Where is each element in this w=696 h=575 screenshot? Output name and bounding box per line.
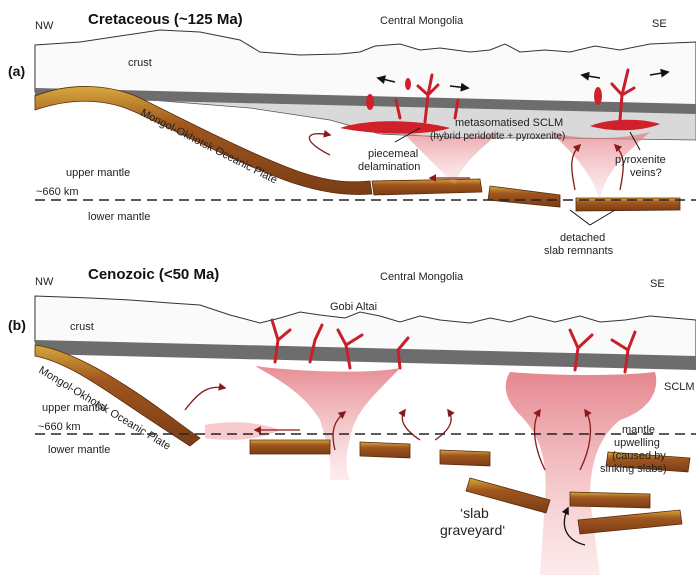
upwelling-a2 [550,132,650,200]
panel-b-title: Cenozoic (<50 Ma) [88,266,219,283]
crust-label-b: crust [70,321,94,333]
upwelling-label-2: upwelling [614,437,660,449]
panel-b: NW Cenozoic (<50 Ma) Central Mongolia SE… [8,266,696,575]
piecemeal-label-2: delamination [358,161,420,173]
detached-label-2: slab remnants [544,245,614,257]
region-label-b: Central Mongolia [380,271,464,283]
sclm-label-a2: (hybrid peridotite + pyroxenite) [430,131,565,142]
panel-a-title: Cretaceous (~125 Ma) [88,11,243,28]
slab-piece-b1 [250,440,330,454]
leader-line [570,210,590,225]
compass-nw-b: NW [35,276,54,288]
melt-blob-a [405,78,411,90]
upwelling-label-4: sinking slabs) [600,463,667,475]
slab-piece-b3 [440,450,490,466]
panel-b-letter: (b) [8,317,26,333]
upwelling-label-3: (caused by [612,450,666,462]
compass-nw-a: NW [35,20,54,32]
upwelling-label-1: mantle [622,424,655,436]
slab-piece-a1 [372,179,482,195]
piecemeal-label-1: piecemeal [368,148,418,160]
upwelling-b3 [205,422,280,440]
panel-a-letter: (a) [8,63,25,79]
slab-piece-b2 [360,442,410,458]
compass-se-b: SE [650,278,665,290]
graveyard-label-1: ‘slab [460,505,489,521]
graveyard-label-2: graveyard‘ [440,522,505,538]
crust-label-a: crust [128,57,152,69]
upper-mantle-label-a: upper mantle [66,167,130,179]
detached-label-1: detached [560,232,605,244]
flow-arrow-icon [309,134,330,155]
veins-label-2: veins? [630,167,662,179]
upper-mantle-label-b: upper mantle [42,402,106,414]
flow-arrow-icon [185,387,225,410]
lower-mantle-label-a: lower mantle [88,211,150,223]
melt-blob-a [366,94,374,110]
panel-a: NW Cretaceous (~125 Ma) Central Mongolia… [8,11,696,257]
depth-label-a: ~660 km [36,186,79,198]
slab-piece-b5 [570,492,650,508]
melt-blob-a [594,87,602,105]
depth-label-b: ~660 km [38,421,81,433]
leader-line [590,210,615,225]
compass-se-a: SE [652,18,667,30]
flow-arrow-icon [435,410,451,440]
sclm-label-a1: metasomatised SCLM [455,117,563,129]
sclm-label-b: SCLM [664,381,695,393]
veins-label-1: pyroxenite [615,154,666,166]
lower-mantle-label-b: lower mantle [48,444,110,456]
slab-piece-a2 [488,186,560,207]
slab-piece-b6 [578,510,682,534]
flow-arrow-icon [402,410,420,440]
region-label-a: Central Mongolia [380,15,464,27]
upwelling-b1 [255,366,400,480]
gobi-altai-label: Gobi Altai [330,301,377,313]
plate-label-a: Mongol-Okhotsk Oceanic Plate [139,107,280,187]
